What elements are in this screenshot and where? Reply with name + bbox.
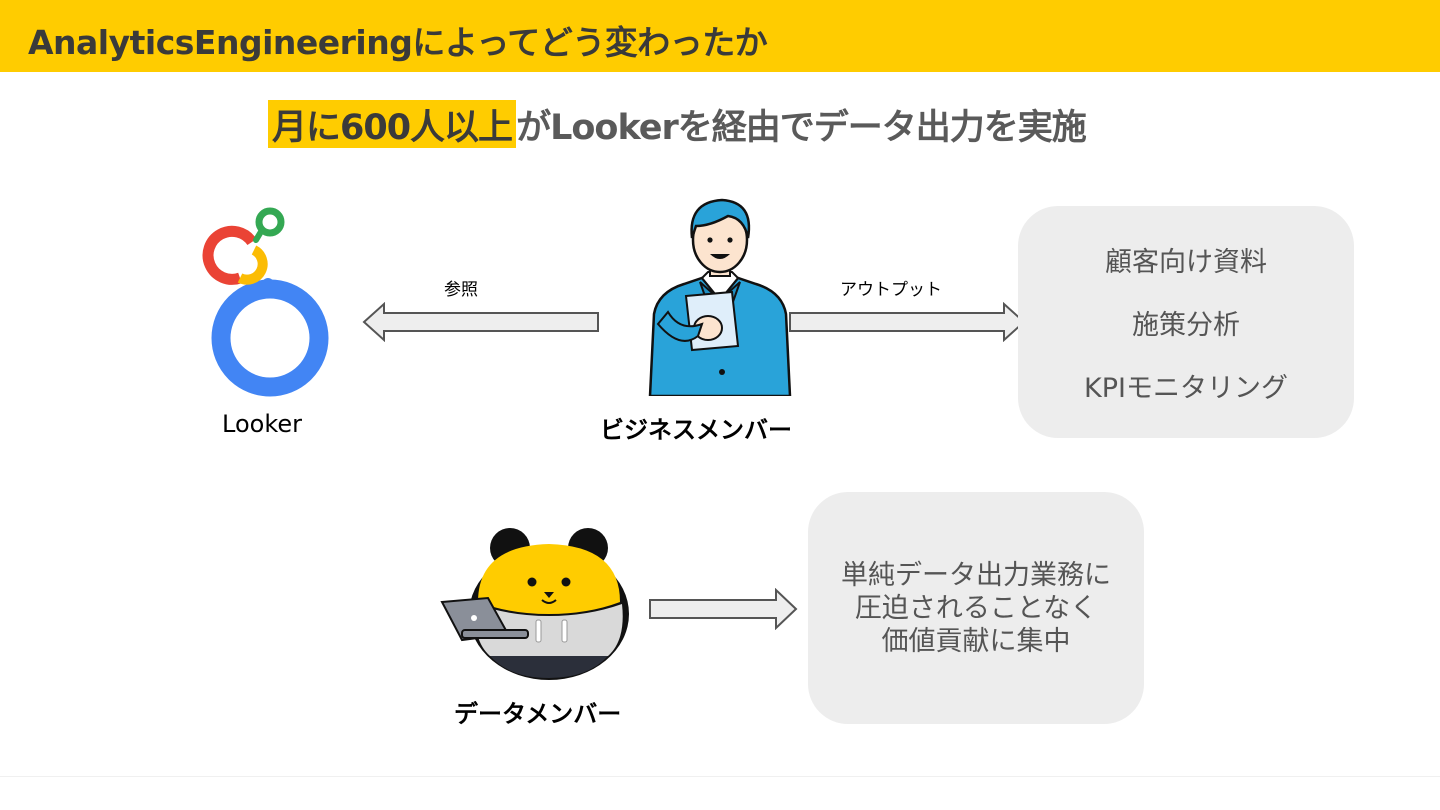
reference-label: 参照: [444, 280, 478, 300]
outcome-line: 圧迫されることなく: [854, 592, 1098, 624]
headline: 月に600人以上 がLookerを経由でデータ出力を実施: [268, 100, 1087, 148]
business-person-icon: [648, 198, 792, 396]
data-outcome-box: 単純データ出力業務に 圧迫されることなく 価値貢献に集中: [808, 492, 1144, 724]
headline-rest: がLookerを経由でデータ出力を実施: [516, 107, 1087, 148]
header-bar: AnalyticsEngineeringによってどう変わったか: [0, 0, 1440, 72]
outcome-line: 価値貢献に集中: [881, 625, 1071, 657]
output-label: アウトプット: [840, 280, 942, 300]
output-arrow-icon: [789, 302, 1026, 342]
panda-mascot-icon: [440, 528, 629, 680]
outcome-line: 単純データ出力業務に: [841, 559, 1111, 591]
headline-highlight: 月に600人以上: [268, 100, 517, 148]
data-outcome-arrow-icon: [649, 588, 798, 630]
reference-arrow-icon: [362, 302, 599, 342]
output-item: 顧客向け資料: [1105, 246, 1267, 278]
looker-caption: Looker: [222, 410, 302, 438]
looker-logo-icon: [202, 207, 329, 397]
page-title: AnalyticsEngineeringによってどう変わったか: [28, 23, 768, 62]
output-item: KPIモニタリング: [1084, 372, 1288, 404]
output-item: 施策分析: [1132, 309, 1240, 341]
data-member-caption: データメンバー: [454, 700, 622, 728]
business-member-caption: ビジネスメンバー: [600, 416, 792, 444]
bottom-divider: [0, 776, 1440, 777]
business-outputs-box: 顧客向け資料 施策分析 KPIモニタリング: [1018, 206, 1354, 438]
